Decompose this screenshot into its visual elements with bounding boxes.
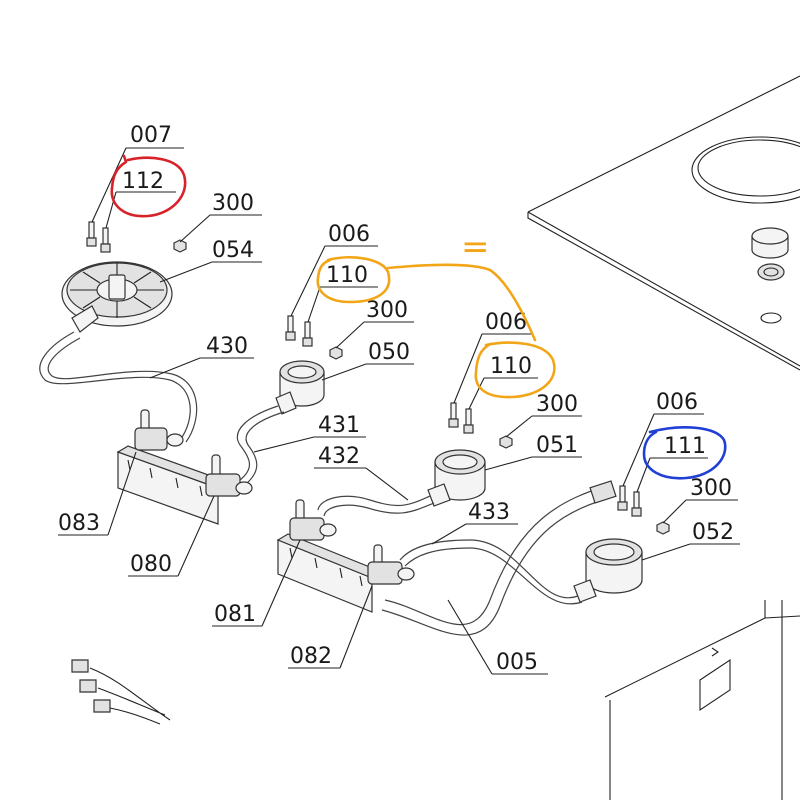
wiring-harness: [71, 659, 171, 725]
label-300: 300: [366, 298, 408, 323]
gas-pipe-005: [381, 480, 617, 636]
label-083: 083: [58, 511, 100, 536]
blue-circle-annotation: [642, 426, 727, 480]
label-430: 430: [206, 334, 248, 359]
label-300: 300: [212, 191, 254, 216]
label-051: 051: [536, 433, 578, 458]
valve-bar-left: [116, 445, 230, 525]
label-081: 081: [214, 602, 256, 627]
label-006: 006: [485, 310, 527, 335]
hose-430: [39, 331, 198, 443]
label-300: 300: [690, 476, 732, 501]
orange-circle-annotation-1: [316, 256, 391, 304]
electrode-006-a: [285, 315, 313, 347]
label-006: 006: [656, 390, 698, 415]
leader-lines: [58, 147, 740, 675]
hose-433: [399, 539, 583, 605]
label-007: 007: [130, 123, 172, 148]
cooktop-small-hole: [760, 312, 782, 324]
label-054: 054: [212, 238, 254, 263]
label-006: 006: [328, 222, 370, 247]
nut-300-d: [656, 521, 670, 535]
electrode-006-c: [617, 485, 642, 517]
cooktop-burner-hole: [691, 136, 800, 204]
orange-equal-sign: =: [461, 227, 490, 267]
label-110: 110: [490, 354, 532, 379]
label-052: 052: [692, 520, 734, 545]
orange-circle-annotation-2: [474, 341, 556, 399]
hose-432: [317, 495, 435, 517]
label-300: 300: [536, 392, 578, 417]
label-432: 432: [318, 444, 360, 469]
label-111: 111: [664, 434, 706, 459]
label-433: 433: [468, 500, 510, 525]
burner-052: [573, 538, 643, 603]
nut-300-b: [329, 346, 343, 360]
valve-083: [134, 409, 184, 451]
label-082: 082: [290, 644, 332, 669]
valve-082: [367, 544, 415, 585]
nut-300-a: [173, 239, 187, 253]
oven-housing: [604, 600, 800, 800]
hose-431: [236, 405, 285, 485]
control-knob: [751, 227, 789, 281]
label-005: 005: [496, 650, 538, 675]
electrode-006-b: [448, 402, 474, 434]
burner-051: [427, 449, 486, 507]
nut-300-c: [499, 435, 513, 449]
valve-080: [205, 454, 253, 497]
label-050: 050: [368, 340, 410, 365]
hand-annotations: =: [110, 154, 727, 480]
red-circle-annotation: [110, 154, 187, 218]
burner-054: [61, 261, 173, 333]
label-431: 431: [318, 413, 360, 438]
valve-081: [289, 499, 337, 541]
label-112: 112: [122, 169, 164, 194]
electrode-007: [86, 221, 111, 253]
callout-labels: 007 112 300 054 006 110 300 050 006 110 …: [58, 123, 734, 675]
burner-050: [275, 360, 325, 415]
cooktop-panel: [527, 75, 800, 371]
orange-link-annotation: [386, 263, 537, 342]
label-080: 080: [130, 552, 172, 577]
label-110: 110: [326, 263, 368, 288]
